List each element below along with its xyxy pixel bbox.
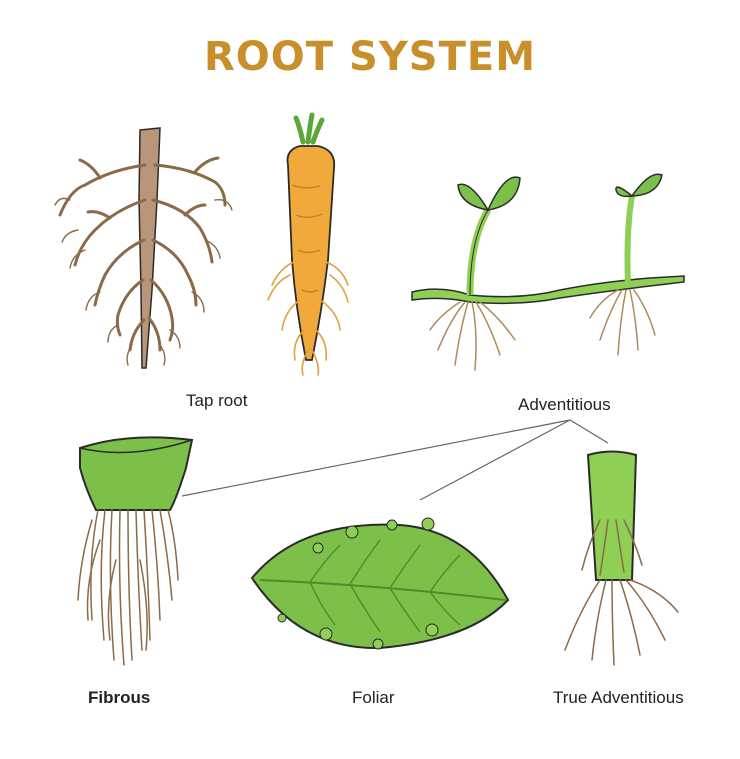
stolon-illustration bbox=[411, 173, 685, 371]
connector-to-true-adventitious bbox=[569, 419, 609, 444]
label-tap-root: Tap root bbox=[186, 391, 248, 410]
true-adventitious-illustration bbox=[564, 450, 679, 666]
label-true-adventitious: True Adventitious bbox=[553, 688, 684, 707]
label-fibrous: Fibrous bbox=[88, 688, 151, 707]
diagram-title: ROOT SYSTEM bbox=[203, 34, 536, 80]
label-foliar: Foliar bbox=[352, 688, 395, 707]
carrot-illustration bbox=[267, 112, 349, 376]
connector-lines bbox=[181, 419, 609, 501]
fibrous-illustration bbox=[77, 436, 194, 666]
connector-to-fibrous bbox=[181, 419, 571, 497]
label-adventitious: Adventitious bbox=[518, 395, 611, 414]
foliar-leaf-illustration bbox=[250, 517, 510, 650]
connector-to-foliar bbox=[419, 419, 571, 501]
tap-root-illustration bbox=[54, 127, 233, 369]
